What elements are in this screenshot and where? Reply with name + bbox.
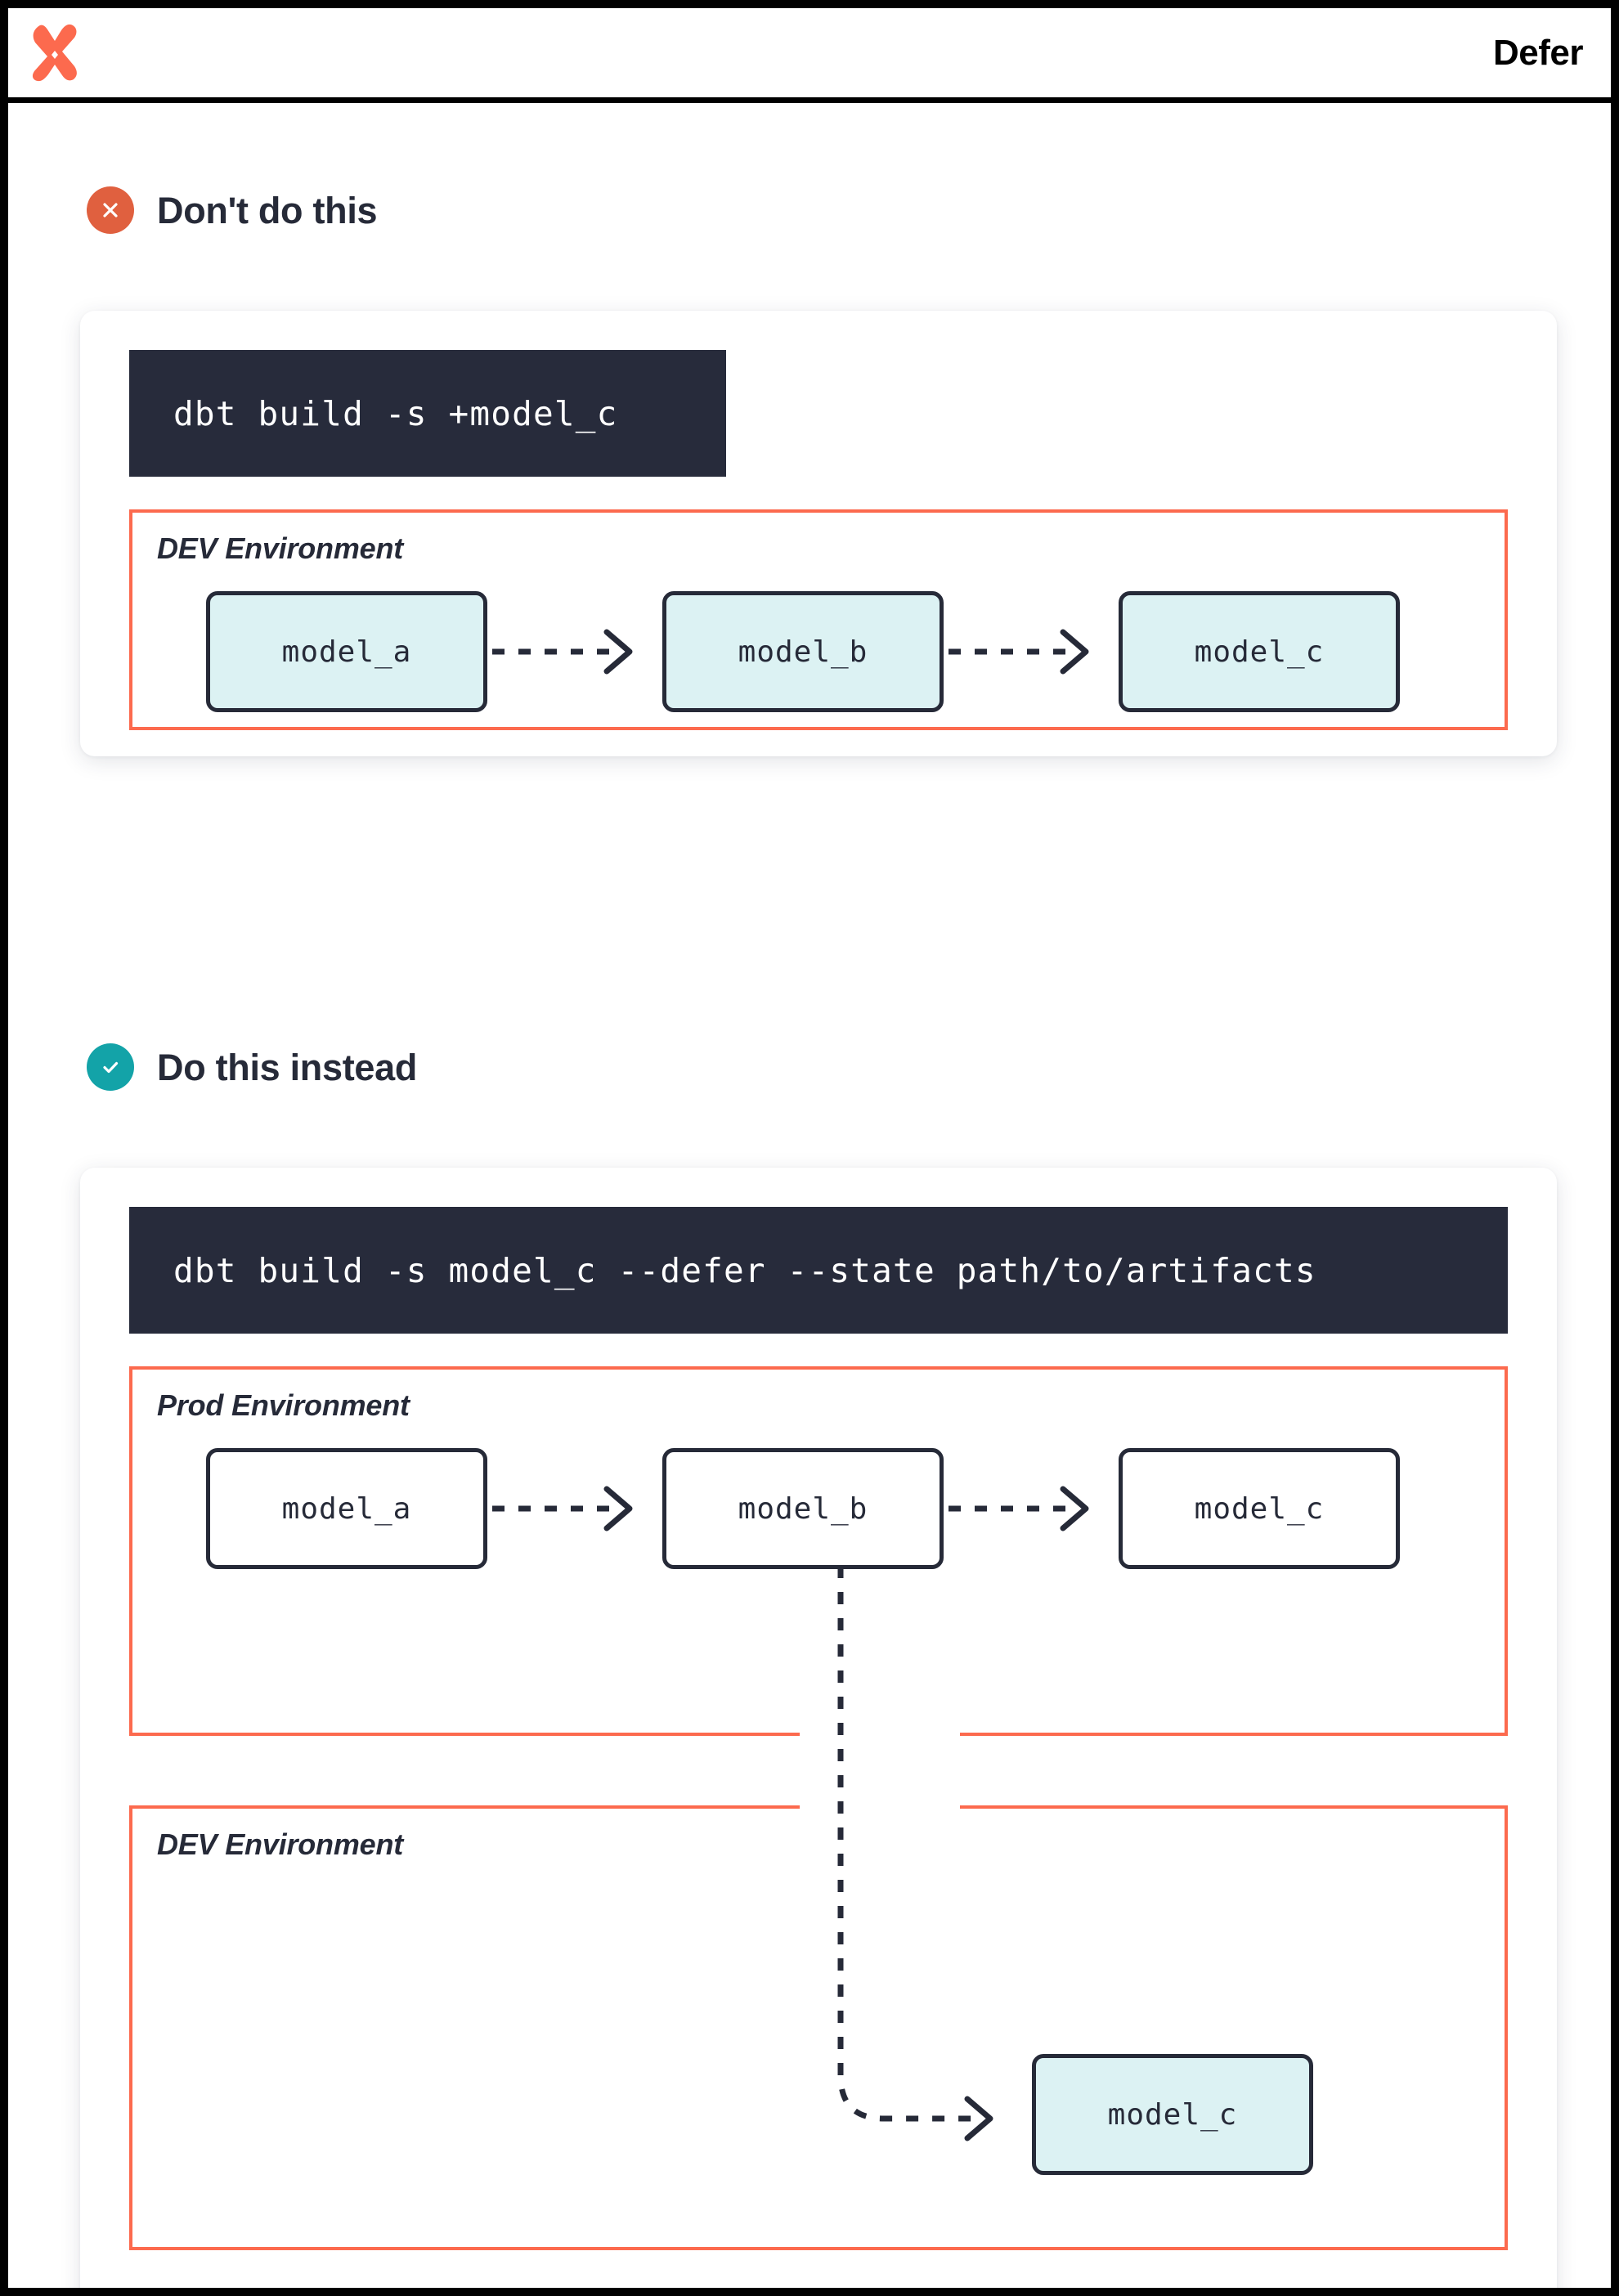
card-do: dbt build -s model_c --defer --state pat… <box>80 1168 1557 2288</box>
node-do-prod-model-a: model_a <box>206 1448 487 1569</box>
node-do-dev-model-c: model_c <box>1032 2054 1313 2175</box>
section-heading-dont: Don't do this <box>87 186 378 234</box>
node-dont-dev-model-b: model_b <box>662 591 944 712</box>
env-label-do-prod: Prod Environment <box>157 1388 410 1422</box>
check-circle-icon <box>87 1043 134 1091</box>
env-box-do-dev: DEV Environment model_c <box>129 1805 1508 2250</box>
section-title-dont: Don't do this <box>157 189 378 231</box>
code-block-dont: dbt build -s +model_c <box>129 350 726 477</box>
border-gap-mask-prod-bottom <box>800 1727 960 1745</box>
code-block-do: dbt build -s model_c --defer --state pat… <box>129 1207 1508 1334</box>
dbt-x-logo-icon <box>29 24 80 83</box>
section-heading-do: Do this instead <box>87 1043 417 1091</box>
header-bar: Defer <box>8 8 1611 103</box>
card-dont: dbt build -s +model_c DEV Environment mo… <box>80 311 1557 756</box>
border-gap-mask-dev-top <box>800 1797 960 1815</box>
section-title-do: Do this instead <box>157 1046 418 1088</box>
frame-inner: Defer Don't do this dbt build -s +model_… <box>8 8 1611 2288</box>
node-dont-dev-model-a: model_a <box>206 591 487 712</box>
env-box-do-prod: Prod Environment model_a model_b model_c <box>129 1366 1508 1736</box>
node-dont-dev-model-c: model_c <box>1119 591 1400 712</box>
node-do-prod-model-c: model_c <box>1119 1448 1400 1569</box>
x-circle-icon <box>87 186 134 234</box>
env-box-dont-dev: DEV Environment model_a model_b model_c <box>129 509 1508 730</box>
page-body: Don't do this dbt build -s +model_c DEV … <box>8 103 1611 2288</box>
env-label-do-dev: DEV Environment <box>157 1827 404 1861</box>
env-label-dont-dev: DEV Environment <box>157 531 404 565</box>
node-do-prod-model-b: model_b <box>662 1448 944 1569</box>
page-title: Defer <box>1493 32 1584 73</box>
